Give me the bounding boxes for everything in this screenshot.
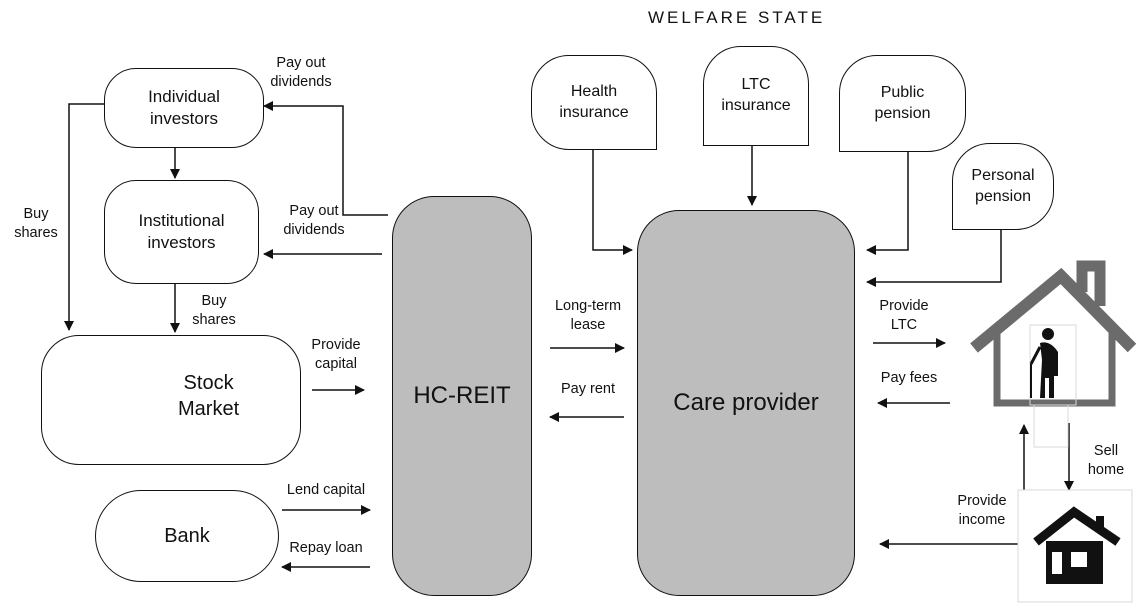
health-insurance-node: Health insurance — [531, 55, 657, 150]
health-insurance-arrow — [592, 150, 633, 255]
bank-label: Bank — [164, 525, 210, 547]
stock-market-label: Stock Market — [178, 372, 240, 420]
pay-dividends-top-label: Pay out dividends — [270, 55, 332, 90]
care-provider-label: Care provider — [673, 389, 819, 417]
provide-capital-label: Provide capital — [311, 337, 361, 372]
stock-market-node — [41, 335, 301, 465]
personal-pension-label: Personal pension — [971, 166, 1035, 205]
provide-income-label: Provide income — [957, 493, 1007, 528]
provide-ltc-label: Provide LTC — [879, 298, 929, 333]
buy-shares-left-arrow — [64, 103, 104, 331]
buy-shares-left-label: Buy shares — [14, 206, 58, 241]
individual-investors-node: Individual investors — [104, 68, 264, 148]
pay-dividends-mid-label: Pay out dividends — [283, 203, 345, 238]
buy-shares-mid-label: Buy shares — [192, 293, 236, 328]
page-title: WELFARE STATE — [648, 8, 826, 27]
public-pension-arrow — [866, 152, 909, 255]
bank-node: Bank — [95, 490, 279, 582]
elderly-person-house-icon — [970, 260, 1136, 407]
lend-capital-label: Lend capital — [286, 482, 366, 498]
individual-investors-label: Individual investors — [148, 86, 220, 128]
care-provider-node: Care provider — [637, 210, 855, 596]
pay-rent-label: Pay rent — [561, 381, 615, 397]
connector-frame — [1033, 404, 1069, 448]
institutional-investors-node: Institutional investors — [104, 180, 259, 284]
health-insurance-label: Health insurance — [559, 82, 629, 121]
personal-pension-arrow — [866, 230, 1002, 287]
sell-home-label: Sell home — [1087, 443, 1125, 478]
pay-dividends-individual-arrow — [263, 101, 388, 216]
institutional-investors-label: Institutional investors — [138, 210, 225, 252]
hc-reit-node: HC-REIT — [392, 196, 532, 596]
repay-loan-label: Repay loan — [289, 540, 363, 556]
public-pension-node: Public pension — [839, 55, 966, 152]
personal-pension-node: Personal pension — [952, 143, 1054, 230]
house-icon — [1017, 489, 1133, 603]
ltc-insurance-node: LTC insurance — [703, 46, 809, 146]
public-pension-label: Public pension — [874, 83, 931, 122]
ltc-insurance-label: LTC insurance — [721, 76, 791, 114]
hc-reit-label: HC-REIT — [413, 382, 511, 410]
pay-fees-label: Pay fees — [880, 370, 938, 386]
long-term-lease-label: Long-term lease — [554, 298, 622, 333]
